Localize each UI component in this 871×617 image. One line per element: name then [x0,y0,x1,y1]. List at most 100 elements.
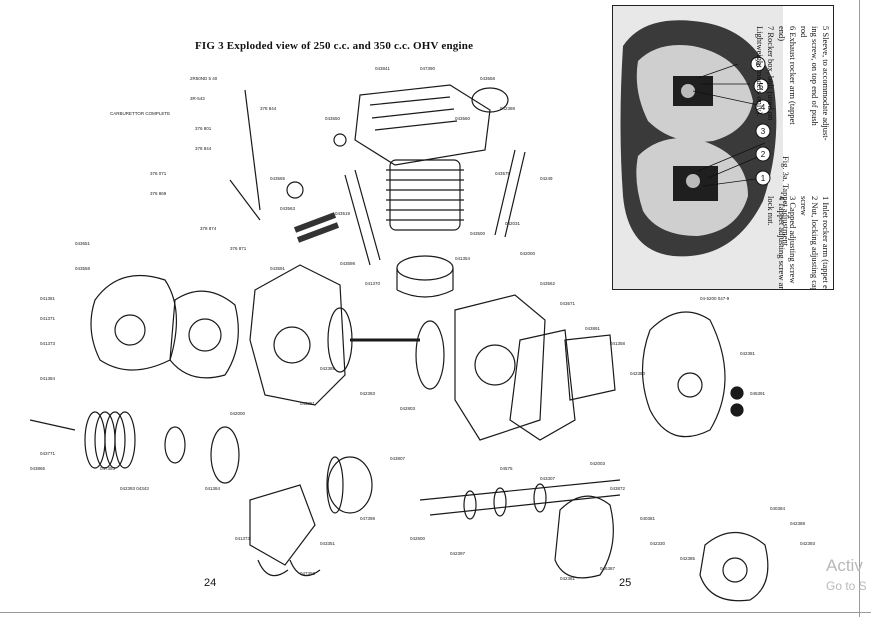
figure-title: FIG 3 Exploded view of 250 c.c. and 350 … [195,40,474,52]
legend-line: 1 Inlet rocker arm (tappet end) [821,196,831,290]
svg-text:040381: 040381 [640,516,656,521]
svg-text:3R-543: 3R-543 [190,96,205,101]
callout-6-label: 6 [756,60,761,69]
callout-5 [753,78,769,94]
svg-text:042393 04343: 042393 04343 [120,486,149,491]
svg-text:04575: 04575 [500,466,513,471]
svg-text:043307: 043307 [540,476,556,481]
svg-text:041373: 041373 [40,341,56,346]
legend-line: 2 Nut, locking adjusting capped [810,196,820,290]
watermark-line-2: Go to S [826,579,867,593]
svg-text:046387: 046387 [600,566,616,571]
legend-line: lock nut. [766,196,776,226]
callout-2-label: 2 [761,150,766,159]
svg-text:CARBURETTOR COMPLETE: CARBURETTOR COMPLETE [110,111,170,116]
svg-text:376 801: 376 801 [195,126,212,131]
callout-4-label: 4 [761,103,766,112]
svg-text:047390: 047390 [420,66,436,71]
rocker-cover-part [471,87,509,113]
svg-text:042397: 042397 [450,551,466,556]
svg-text:041381: 041381 [40,296,56,301]
inset-legend-left: 1 Inlet rocker arm (tappet end) 2 Nut, l… [765,196,831,290]
callout-3-label: 3 [761,127,766,136]
svg-text:042380: 042380 [630,371,646,376]
legend-line: ing screw, on top end of push [810,26,820,126]
svg-text:047393: 047393 [100,466,116,471]
callout-1-label: 1 [761,174,766,183]
svg-text:042803: 042803 [400,406,416,411]
svg-text:043550: 043550 [325,116,341,121]
svg-text:041384: 041384 [205,486,221,491]
svg-text:040384: 040384 [770,506,786,511]
page-number-left: 24 [204,577,217,589]
page-bottom-border [0,612,871,613]
svg-text:041384: 041384 [40,376,56,381]
generator-part [327,456,373,514]
callout-5-label: 5 [759,82,764,91]
gearbox-cover-part [554,495,614,579]
svg-text:04-5200 047-9: 04-5200 047-9 [700,296,730,301]
crankcase-right-part [454,294,546,441]
svg-text:041358: 041358 [610,341,626,346]
svg-text:041370: 041370 [365,281,381,286]
svg-text:043562: 043562 [540,281,556,286]
svg-text:042388: 042388 [790,521,806,526]
legend-line: 5 Sleeve, to accommodate adjust- [821,26,831,141]
piston-part [396,255,454,281]
page-right-border [859,0,860,617]
svg-text:042389: 042389 [320,366,336,371]
svg-text:2R50ND 5 40: 2R50ND 5 40 [190,76,218,81]
clutch-plates-part [84,411,136,469]
clutch-drum-part [210,426,240,484]
svg-text:047398: 047398 [360,516,376,521]
svg-text:043807: 043807 [390,456,406,461]
svg-text:042000: 042000 [230,411,246,416]
svg-text:042330: 042330 [650,541,666,546]
svg-text:043851: 043851 [300,401,316,406]
legend-line: 7 Rocker box, bolt (used on [766,26,776,121]
legend-line: rod [799,26,809,38]
svg-text:042393: 042393 [800,541,816,546]
svg-text:043558: 043558 [480,76,496,81]
svg-text:043591: 043591 [270,266,286,271]
svg-text:043771: 043771 [40,451,56,456]
svg-text:041371: 041371 [40,316,56,321]
svg-text:376 071: 376 071 [150,171,167,176]
legend-line: Lightweight models only). [755,26,765,117]
svg-text:043351: 043351 [320,541,336,546]
svg-text:043563: 043563 [280,206,296,211]
legend-line: 3 Capped adjusting screw [788,196,798,284]
inset-legend-right: 5 Sleeve, to accommodate adjust- ing scr… [754,26,831,146]
svg-text:043891: 043891 [585,326,601,331]
svg-text:376 871: 376 871 [230,246,247,251]
callout-4 [755,99,771,115]
kickstart-cover-part [699,532,769,602]
cylinder-head-part [354,84,491,166]
svg-text:043560: 043560 [455,116,471,121]
tappet-photo: 6 5 4 3 2 1 [613,6,783,289]
pushrod-part [344,149,526,266]
svg-text:042003: 042003 [590,461,606,466]
svg-text:042000: 042000 [520,251,536,256]
callout-1 [755,170,771,186]
gear-shaft-part [419,479,621,516]
svg-text:378 844: 378 844 [195,146,212,151]
part-number-labels: 2R50ND 5 40 3R-543 376 801 378 844 376 071… [30,66,816,581]
cylinder-barrel-part [386,159,464,231]
svg-text:043575: 043575 [495,171,511,176]
svg-text:043872: 043872 [610,486,626,491]
svg-text:043565: 043565 [270,176,286,181]
callout-6 [750,56,766,72]
svg-text:042381: 042381 [740,351,756,356]
svg-text:041373: 041373 [235,536,251,541]
gearbox-part [509,329,576,441]
callout-3 [755,123,771,139]
svg-text:042388: 042388 [500,106,516,111]
svg-text:043841: 043841 [375,66,391,71]
legend-line: 6 Exhaust rocker arm (tappet [788,26,798,125]
activate-windows-watermark: Activ Go to S [826,556,867,596]
timing-cover-part [90,274,177,371]
callout-2 [755,146,771,162]
